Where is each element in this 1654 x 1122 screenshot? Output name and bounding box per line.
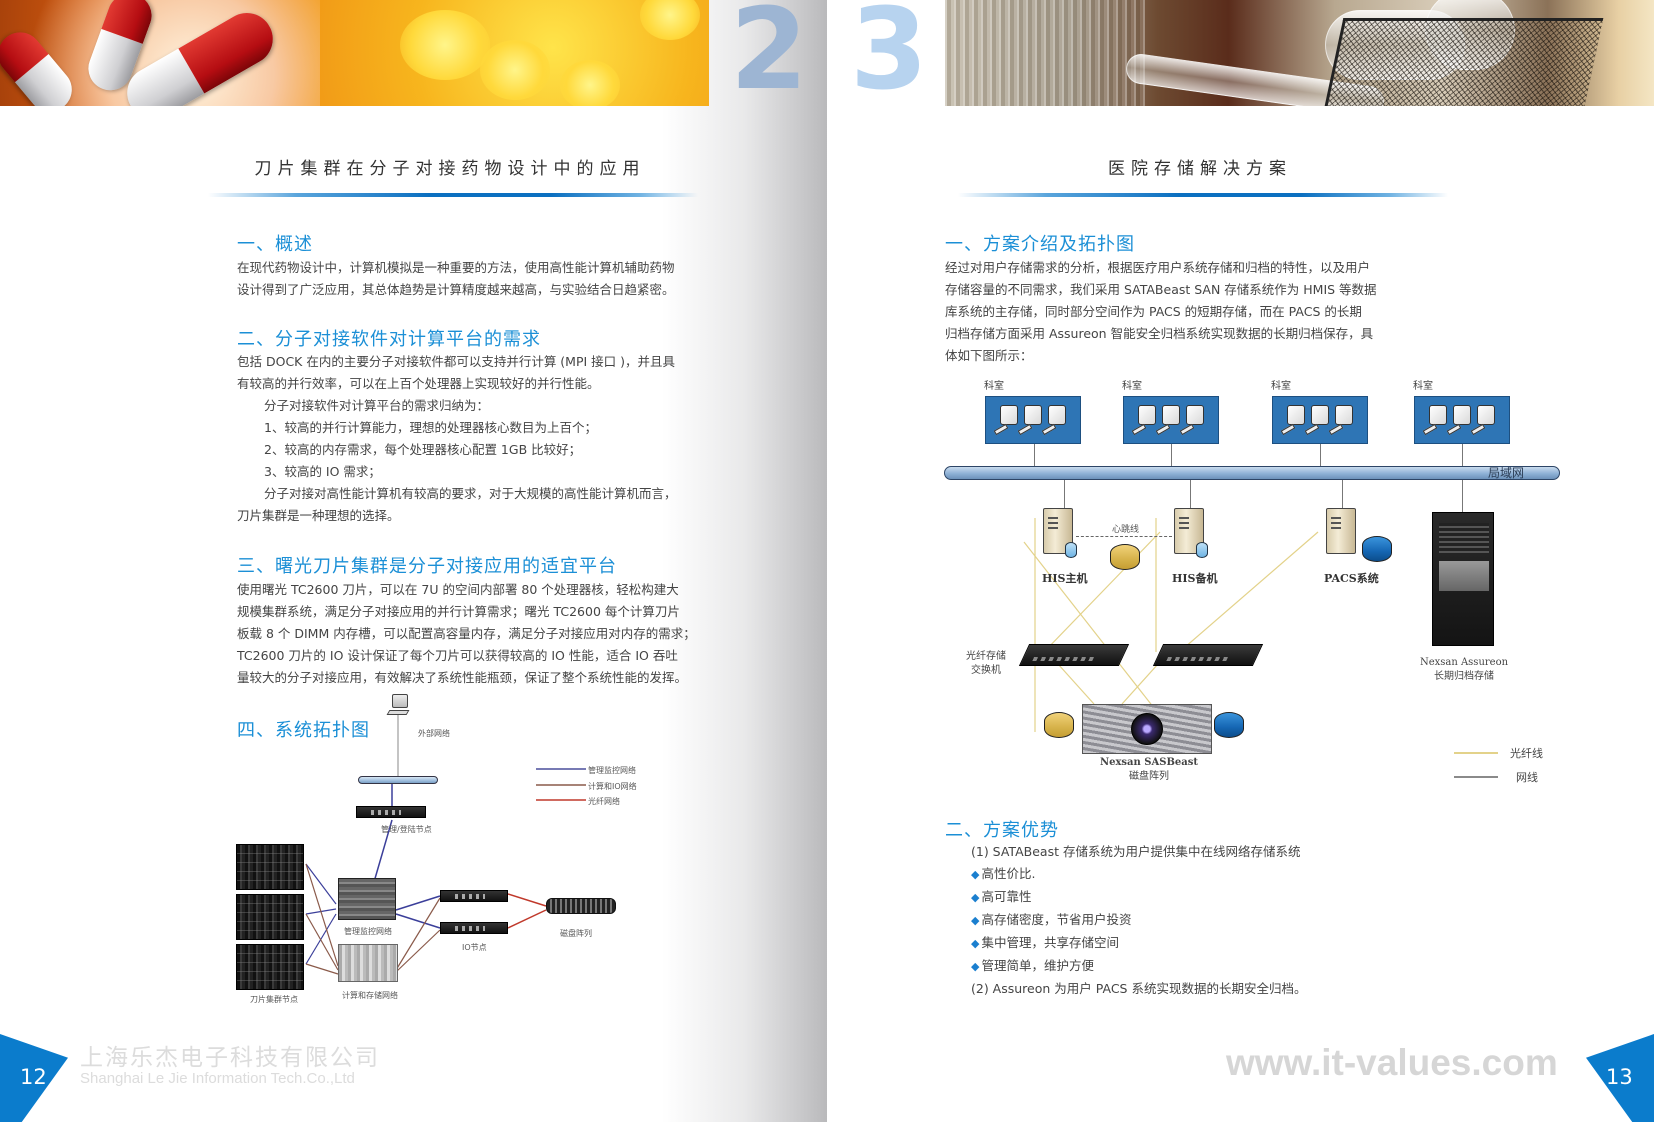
chapter-digit-left: 2 [730, 0, 808, 115]
shared-db-yellow [1110, 544, 1140, 570]
hospital-storage-topology-diagram: 科室 科室 科室 科室 局域网 HIS主机 [944, 372, 1564, 792]
dept-workstations-3 [1272, 396, 1368, 444]
diamond-bullet-icon: ◆ [971, 914, 980, 927]
his-backup-label: HIS备机 [1172, 572, 1218, 585]
section-heading-topology: 四、系统拓扑图 [237, 720, 370, 741]
diamond-bullet-icon: ◆ [971, 960, 980, 973]
pills-banner-image [0, 0, 709, 106]
dept-label-3: 科室 [1271, 381, 1291, 392]
section-heading-overview: 一、概述 [237, 234, 313, 255]
legend-network-line [1454, 776, 1498, 778]
left-page: 2 刀片集群在分子对接药物设计中的应用 一、概述 在现代药物设计中，计算机模拟是… [0, 0, 827, 1122]
login-node-server [356, 806, 426, 818]
disk-array-label: 磁盘阵列 [560, 929, 592, 938]
page-number-right: 13 [1606, 1065, 1633, 1089]
right-page [827, 0, 1654, 1122]
lan-label: 局域网 [1487, 466, 1524, 480]
dept-label-4: 科室 [1413, 381, 1433, 392]
section-heading-advantages: 二、方案优势 [945, 820, 1059, 841]
lan-bus [944, 466, 1560, 480]
heartbeat-label: 心跳线 [1112, 525, 1140, 535]
login-node-label: 管理/登陆节点 [381, 825, 432, 834]
mgmt-switch-chassis [338, 878, 396, 920]
dept-workstations-1 [985, 396, 1081, 444]
fc-switch-1 [1018, 644, 1130, 666]
legend-fiber-network: 光纤网络 [588, 797, 620, 806]
diamond-bullet-icon: ◆ [971, 937, 980, 950]
disk-array [546, 898, 616, 914]
legend-network-label: 网线 [1516, 771, 1538, 784]
external-network-label: 外部网络 [418, 729, 450, 738]
glassware-banner-image [945, 0, 1654, 106]
legend-fiber-line [1454, 752, 1498, 754]
overview-paragraph: 在现代药物设计中，计算机模拟是一种重要的方法，使用高性能计算机辅助药物 设计得到… [237, 260, 675, 297]
advantage-bullet: ◆高性价比. [971, 866, 1036, 881]
legend-mgmt-network: 管理监控网络 [588, 766, 636, 775]
dept-workstations-2 [1123, 396, 1219, 444]
page-number-left: 12 [20, 1065, 47, 1089]
blade-chassis-2 [236, 894, 304, 940]
topology-links [305, 714, 586, 975]
archive-label: Nexsan Assureon 长期归档存储 [1419, 657, 1509, 682]
title-rule-left [208, 193, 698, 197]
dept-label-1: 科室 [984, 381, 1004, 392]
io-node-label: IO节点 [462, 943, 487, 952]
advantage-item-1: (1) SATABeast 存储系统为用户提供集中在线网络存储系统 [971, 844, 1301, 859]
diamond-bullet-icon: ◆ [971, 891, 980, 904]
compute-storage-network-label: 计算和存储网络 [342, 991, 398, 1000]
mgmt-network-label: 管理监控网络 [344, 927, 392, 936]
diamond-bullet-icon: ◆ [971, 868, 980, 881]
dept-workstations-4 [1414, 396, 1510, 444]
blade-cluster-topology-diagram: 外部网络 管理/登陆节点 刀片集群节点 管理监控网络 计算和存储网络 IO节点 … [236, 694, 656, 1004]
compute-storage-switch [338, 944, 398, 982]
website-url: www.it-values.com [1226, 1042, 1558, 1083]
page-title-right: 医院存储解决方案 [1108, 159, 1292, 179]
solution-intro-paragraph: 经过对用户存储需求的分析，根据医疗用户系统存储和归档的特性，以及用户 存储容量的… [945, 260, 1377, 363]
requirements-paragraph: 包括 DOCK 在内的主要分子对接软件都可以支持并行计算 (MPI 接口 )，并… [237, 354, 677, 523]
io-node-2 [440, 922, 508, 934]
fc-switch-label: 光纤存储 交换机 [966, 651, 1006, 676]
his-primary-label: HIS主机 [1042, 572, 1088, 585]
network-bus [358, 776, 438, 784]
blade-chassis-1 [236, 844, 304, 890]
topology-links [1023, 518, 1319, 732]
chapter-digit-right: 3 [850, 0, 928, 115]
sas-label: Nexsan SASBeast 磁盘阵列 [1099, 757, 1199, 782]
workstation-icon [386, 694, 414, 718]
pacs-db-blue [1362, 536, 1392, 562]
company-name-en: Shanghai Le Jie Information Tech.Co.,Ltd [80, 1070, 355, 1087]
title-rule-right [958, 193, 1448, 197]
legend-compute-io-network: 计算和IO网络 [588, 782, 637, 791]
io-node-1 [440, 890, 508, 902]
section-heading-solution-intro: 一、方案介绍及拓扑图 [945, 234, 1135, 255]
advantage-item-2: (2) Assureon 为用户 PACS 系统实现数据的长期安全归档。 [971, 981, 1307, 996]
pacs-label: PACS系统 [1324, 572, 1379, 585]
page-title-left: 刀片集群在分子对接药物设计中的应用 [254, 159, 646, 179]
legend-fiber-label: 光纤线 [1510, 747, 1543, 760]
advantage-bullet: ◆高可靠性 [971, 889, 1032, 904]
section-heading-platform: 三、曙光刀片集群是分子对接应用的适宜平台 [237, 556, 617, 577]
fc-switch-2 [1152, 644, 1264, 666]
sas-db-yellow [1044, 712, 1074, 738]
assureon-archive-rack [1432, 512, 1494, 646]
advantage-bullet: ◆集中管理，共享存储空间 [971, 935, 1119, 950]
blade-nodes-label: 刀片集群节点 [250, 995, 298, 1004]
advantage-bullet: ◆高存储密度，节省用户投资 [971, 912, 1132, 927]
blade-chassis-3 [236, 944, 304, 990]
dept-label-2: 科室 [1122, 381, 1142, 392]
company-name-cn: 上海乐杰电子科技有限公司 [80, 1045, 380, 1071]
platform-paragraph: 使用曙光 TC2600 刀片，可以在 7U 的空间内部署 80 个处理器核，轻松… [237, 582, 696, 685]
section-heading-requirements: 二、分子对接软件对计算平台的需求 [237, 329, 541, 350]
advantage-bullet: ◆管理简单，维护方便 [971, 958, 1094, 973]
pacs-server [1326, 508, 1356, 554]
sas-db-blue [1214, 712, 1244, 738]
sasbeast-disk-array [1082, 704, 1212, 754]
advantages-list: (1) SATABeast 存储系统为用户提供集中在线网络存储系统 ◆高性价比.… [971, 841, 1306, 1000]
